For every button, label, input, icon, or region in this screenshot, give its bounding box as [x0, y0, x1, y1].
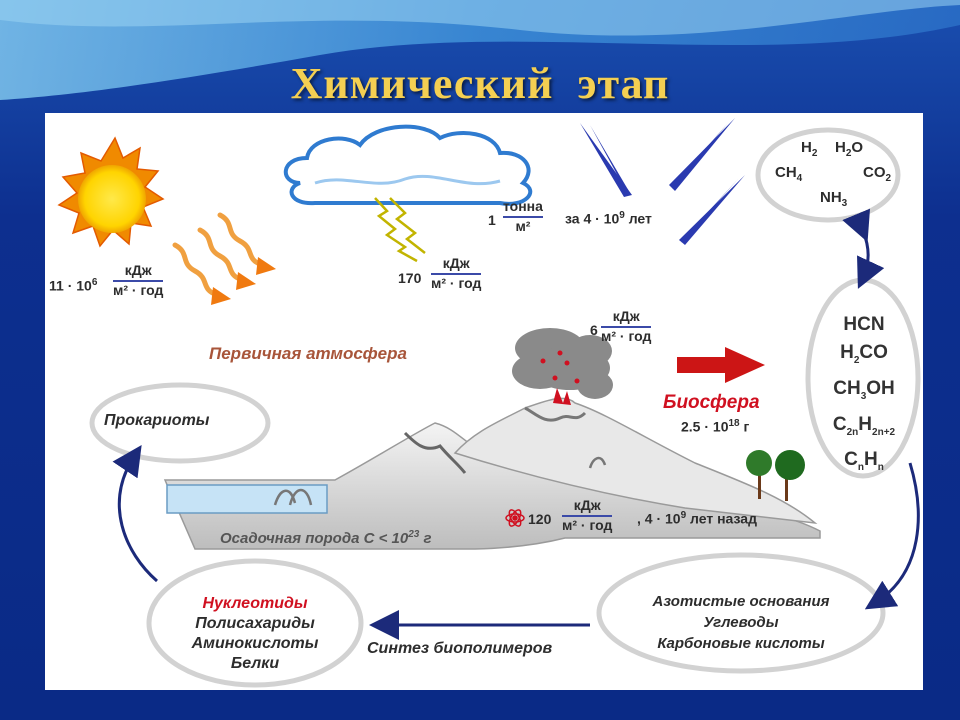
- volcano-energy-coefficient: 6: [590, 322, 598, 338]
- biopolymers-list: Нуклеотиды Полисахариды Аминокислоты Бел…: [155, 594, 355, 674]
- organic-h2co: H2CO: [840, 342, 888, 366]
- gas-h2: H2: [801, 139, 818, 159]
- biosphere-label: Биосфера: [663, 392, 760, 413]
- diagram-artwork: [57, 118, 921, 688]
- volcano-smoke-icon: [512, 328, 613, 399]
- slide-title: Химический этап: [290, 59, 670, 108]
- organic-hcn: HCN: [843, 314, 885, 335]
- biopolymer-polysaccharides: Полисахариды: [195, 615, 315, 632]
- gas-co2: CO2: [863, 164, 892, 184]
- organics-list: HCN H2CO CH3OH C2nH2n+2 CnHn: [809, 311, 919, 482]
- lightning-energy-coefficient: 170: [398, 270, 422, 286]
- meteor-flux-period: за 4 · 109 лет: [565, 210, 652, 227]
- prokaryotes-label: Прокариоты: [104, 412, 210, 429]
- meteor-icon: [580, 118, 745, 245]
- biopolymer-proteins: Белки: [230, 655, 280, 672]
- radioactive-energy-period: , 4 · 109 лет назад: [637, 510, 757, 527]
- radioactive-energy-coefficient: 120: [528, 511, 552, 527]
- monomer-carbohydrates: Углеводы: [703, 614, 779, 631]
- prokaryotes-bubble: [89, 382, 271, 464]
- trees-icon: [746, 450, 805, 501]
- cycle-arrows: [112, 208, 920, 640]
- synthesis-label: Синтез биополимеров: [367, 640, 553, 657]
- landscape: [163, 397, 821, 550]
- gas-ch4: CH4: [775, 164, 803, 184]
- biopolymers-bubble: [146, 558, 364, 688]
- sun-rays-icon: [172, 212, 265, 298]
- gases-bubble: [755, 127, 901, 223]
- lightning-icon: [374, 197, 426, 263]
- sun-icon: [57, 136, 165, 248]
- cloud-icon: [283, 124, 533, 206]
- organic-cnhn: CnHn: [844, 449, 884, 474]
- red-arrow-icon: [677, 347, 765, 383]
- biosphere-mass: 2.5 · 1018 г: [681, 418, 750, 435]
- biopolymer-nucleotides: Нуклеотиды: [202, 595, 308, 612]
- gas-nh3: NH3: [820, 189, 848, 209]
- lava-icon: [540, 350, 580, 405]
- monomers-list: Азотистые основания Углеводы Карбоновые …: [605, 591, 877, 654]
- organic-alkane: C2nH2n+2: [832, 413, 896, 438]
- atom-icon: [505, 509, 525, 527]
- sun-energy-coefficient: 11 · 106: [49, 277, 98, 294]
- sediment-label: Осадочная порода С < 1023 г: [220, 529, 432, 547]
- biopolymer-amino-acids: Аминокислоты: [191, 635, 319, 652]
- monomer-carboxylic-acids: Карбоновые кислоты: [657, 635, 825, 652]
- monomers-bubble: [596, 552, 886, 674]
- meteor-flux-coefficient: 1: [488, 212, 496, 228]
- monomer-nitrogen-bases: Азотистые основания: [652, 593, 830, 610]
- gas-h2o: H2O: [835, 139, 864, 159]
- primary-atmosphere-label: Первичная атмосфера: [209, 344, 407, 363]
- organic-ch3oh: CH3OH: [833, 377, 895, 402]
